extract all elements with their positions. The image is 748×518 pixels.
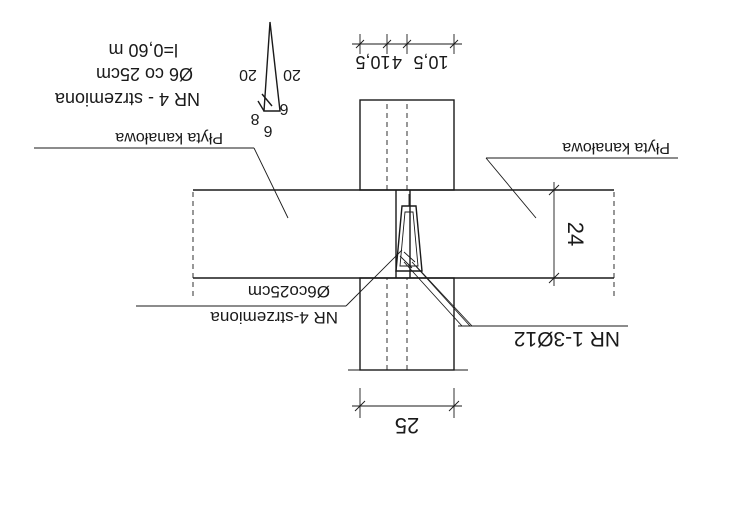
leaders (34, 147, 678, 327)
stirrup-spacing-label: Ø6 co 25cm (96, 64, 193, 84)
stirrups-left-spacing-label: Ø6co25cm (248, 282, 330, 301)
wall-width-label: 25 (395, 413, 419, 438)
slab-height-label: 24 (563, 222, 588, 246)
stirrups-left-label: NR 4-strzemiona (210, 308, 338, 327)
stirrup-dim-5: 8 (250, 110, 259, 127)
slab-right-label: Płyta kanałowa (562, 139, 670, 156)
stirrup-dim-4: 6 (263, 122, 272, 139)
stirrup-dim-2: 20 (239, 66, 257, 83)
wall-lower (359, 99, 455, 191)
stirrup-dim-3: 6 (279, 100, 288, 117)
top-chain-seg-2: 4 (392, 52, 402, 72)
dim-top-chain: 10,5 4 10,5 (352, 34, 462, 72)
top-chain-seg-3: 10,5 (355, 52, 390, 72)
stirrup-length-label: l=0,60 m (108, 40, 178, 60)
dim-slab-height: 24 (548, 182, 588, 286)
slab-left-label: Płyta kanałowa (115, 129, 223, 146)
top-chain-seg-1: 10,5 (413, 52, 448, 72)
joint-stirrup (395, 194, 423, 272)
wall-upper (348, 277, 468, 371)
dim-wall-width: 25 (352, 388, 462, 438)
stirrup-detail: 20 20 6 6 8 (239, 21, 301, 139)
stirrup-dim-1: 20 (283, 66, 301, 83)
rebar-main-label: NR 1-3Ø12 (514, 327, 620, 350)
rotated-sheet: 25 24 10,5 4 10,5 (34, 21, 678, 438)
stirrup-title-label: NR 4 - strzemiona (54, 89, 200, 109)
labels: NR 1-3Ø12 NR 4-strzemiona Ø6co25cm Płyta… (54, 40, 670, 350)
